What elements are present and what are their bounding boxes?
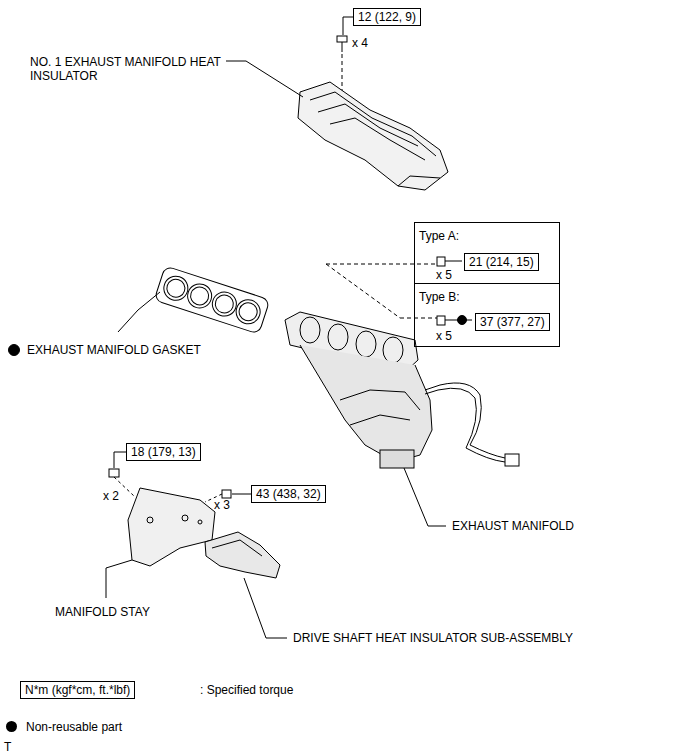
part-label: T bbox=[4, 740, 11, 754]
torque-box: 43 (438, 32) bbox=[251, 485, 326, 503]
torque-box: 18 (179, 13) bbox=[126, 443, 201, 461]
type-panel: Type B: 37 (377, 27) bbox=[414, 283, 560, 347]
torque-box: 12 (122, 9) bbox=[353, 8, 421, 26]
type-heading: Type B: bbox=[419, 290, 555, 304]
torque-box: 37 (377, 27) bbox=[475, 313, 550, 331]
part-label: x 5 bbox=[436, 329, 452, 343]
torque-value: 37 (377, 27) bbox=[480, 315, 545, 329]
type-heading: Type A: bbox=[419, 229, 555, 243]
part-label: EXHAUST MANIFOLD bbox=[452, 519, 574, 533]
torque-box: N*m (kgf*cm, ft.*lbf) bbox=[20, 681, 135, 699]
part-label: x 3 bbox=[214, 498, 230, 512]
part-label: DRIVE SHAFT HEAT INSULATOR SUB-ASSEMBLY bbox=[293, 631, 573, 645]
part-label: NO. 1 EXHAUST MANIFOLD HEAT INSULATOR bbox=[30, 55, 225, 83]
torque-value: 12 (122, 9) bbox=[358, 10, 416, 24]
type-panel: Type A: 21 (214, 15) bbox=[414, 222, 560, 284]
legend-row: Non-reusable part bbox=[6, 720, 122, 734]
part-label: EXHAUST MANIFOLD GASKET bbox=[27, 343, 201, 357]
part-label: x 2 bbox=[103, 489, 119, 503]
legend-swatch bbox=[6, 721, 17, 732]
part-label: MANIFOLD STAY bbox=[55, 605, 150, 619]
part-label: x 5 bbox=[436, 268, 452, 282]
torque-value: N*m (kgf*cm, ft.*lbf) bbox=[25, 683, 130, 697]
torque-box: 21 (214, 15) bbox=[464, 253, 539, 271]
part-label: x 4 bbox=[352, 36, 368, 50]
torque-value: 21 (214, 15) bbox=[469, 255, 534, 269]
torque-value: 43 (438, 32) bbox=[256, 487, 321, 501]
part-label: : Specified torque bbox=[200, 683, 293, 697]
legend-text: Non-reusable part bbox=[26, 720, 122, 734]
torque-value: 18 (179, 13) bbox=[131, 445, 196, 459]
